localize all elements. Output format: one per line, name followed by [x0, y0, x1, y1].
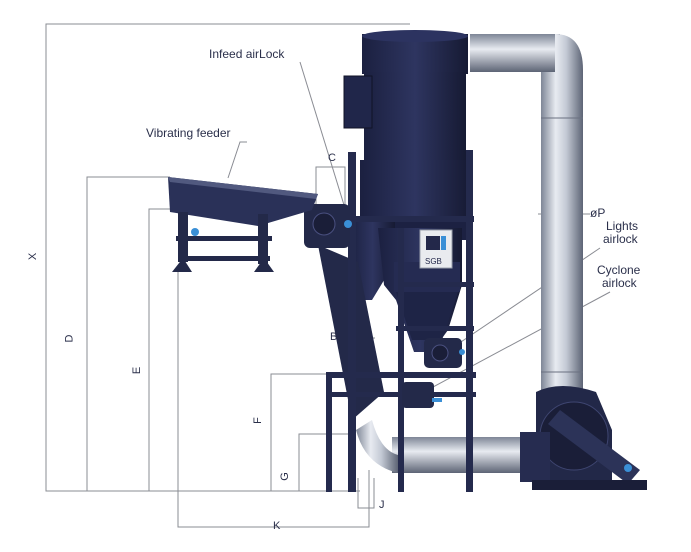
diameter-p-label: øP [590, 206, 606, 220]
bottom-duct [392, 437, 532, 473]
dim-c-line [315, 166, 346, 207]
vibrating-feeder-label: Vibrating feeder [146, 126, 231, 140]
leader-infeed [299, 61, 349, 219]
lights-airlock-label-line2: airlock [603, 232, 638, 246]
riser-duct [541, 88, 583, 398]
dim-k-line [177, 272, 370, 528]
lights-airlock-label-line1: Lights [606, 219, 639, 233]
leader-feeder [227, 141, 247, 179]
dim-j-line [357, 478, 375, 509]
dim-g-line [298, 433, 356, 491]
dim-c-label: C [328, 152, 336, 164]
dim-f-label: F [251, 417, 264, 424]
cyclone-airlock-label-line2: airlock [602, 276, 637, 290]
cyclone-body [318, 30, 470, 420]
top-elbow [541, 34, 583, 90]
top-duct [470, 34, 560, 72]
dim-b-label: B [330, 331, 338, 343]
logo-text: SGB [425, 257, 442, 266]
dim-d-line [86, 176, 170, 491]
dim-f-line [270, 373, 340, 491]
fan-unit [520, 386, 647, 490]
dim-k-label: K [273, 520, 281, 532]
dim-x-line [45, 23, 410, 492]
dim-e-line [148, 208, 180, 491]
cyclone-airlock-label-line1: Cyclone [597, 263, 641, 277]
dim-j-label: J [379, 499, 385, 511]
dim-e-label: E [131, 366, 144, 375]
infeed-airlock [304, 204, 352, 248]
dim-g-label: G [278, 472, 291, 481]
dim-d-label: D [63, 334, 76, 343]
vibrating-feeder [168, 177, 318, 272]
lights-airlock-unit [424, 338, 465, 368]
support-frame [326, 150, 476, 492]
cyclone-airlock-unit [402, 382, 442, 408]
dim-x-label: X [27, 252, 40, 261]
infeed-airlock-label: Infeed airLock [209, 47, 285, 61]
